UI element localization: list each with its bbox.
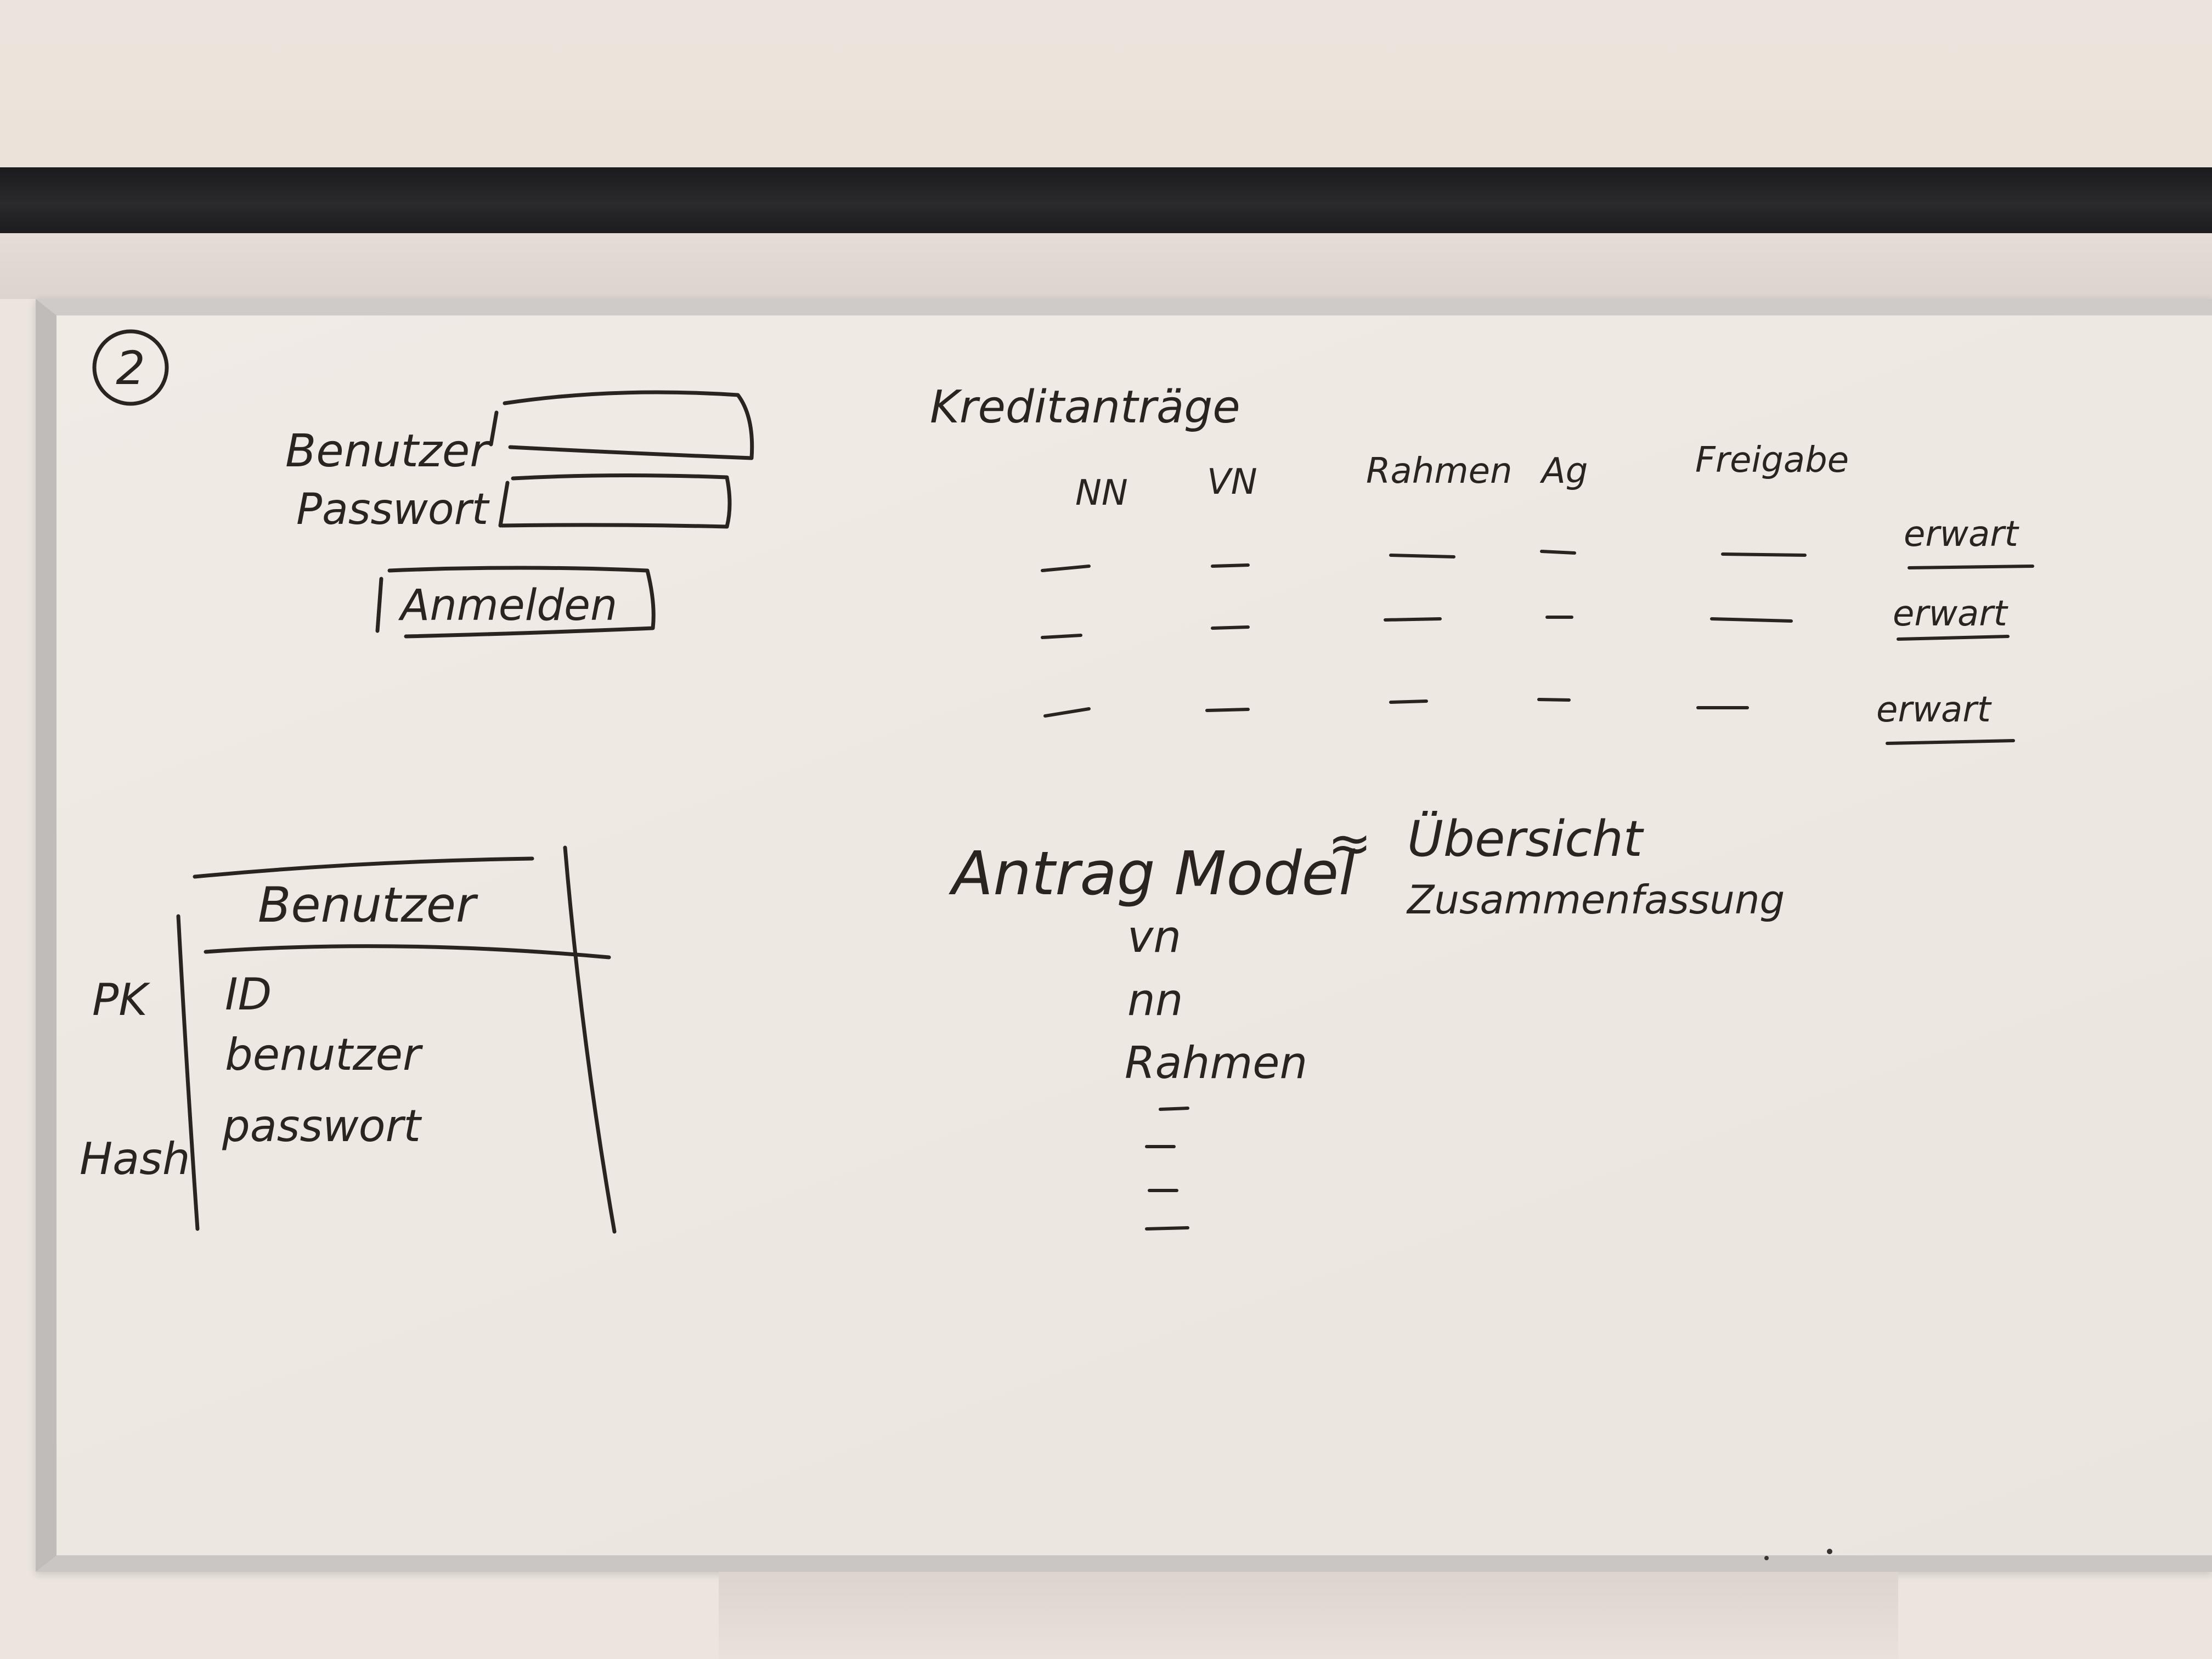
- login-user-input-sketch: [489, 390, 754, 460]
- row-2-action-underline: [1897, 635, 2010, 641]
- row-3-action: erwart: [1876, 690, 1993, 730]
- model-field-placeholders: [1145, 1107, 1189, 1231]
- model-field-nn: nn: [1127, 974, 1183, 1025]
- row-1-action-underline: [1908, 565, 2034, 569]
- credit-row-placeholders: [1041, 550, 1807, 718]
- login-user-label: Benutzer: [285, 425, 490, 477]
- entity-header-line: [204, 944, 611, 960]
- model-title: Antrag Model: [949, 838, 1356, 909]
- wall: [0, 0, 2212, 176]
- model-related-summary: Zusammenfassung: [1406, 877, 1785, 923]
- row-3-action-underline: [1886, 739, 2015, 745]
- wall-strip: [0, 233, 2212, 299]
- entity-field-benutzer: benutzer: [225, 1029, 424, 1080]
- login-password-input-sketch: [498, 473, 732, 529]
- marker-dot: [1827, 1549, 1832, 1554]
- entity-left-line: [176, 914, 200, 1231]
- row-2-action: erwart: [1893, 594, 2009, 634]
- entity-right-line: [563, 845, 617, 1234]
- model-approx: ≈: [1328, 812, 1372, 874]
- whiteboard: [36, 299, 2212, 1572]
- projector-rail: [0, 167, 2212, 233]
- entity-field-passwort: passwort: [222, 1101, 422, 1152]
- login-button-label: Anmelden: [398, 581, 617, 630]
- number-circle: [92, 329, 169, 406]
- entity-name: Benutzer: [258, 877, 478, 933]
- credit-col-vn: VN: [1207, 462, 1257, 503]
- model-field-vn: vn: [1127, 911, 1181, 962]
- credit-col-ag: Ag: [1539, 451, 1588, 492]
- credit-col-rahmen: Rahmen: [1366, 451, 1513, 492]
- marker-tray: [719, 1572, 1898, 1659]
- credit-col-freigabe: Freigabe: [1695, 440, 1849, 481]
- model-field-rahmen: Rahmen: [1125, 1037, 1307, 1088]
- login-button-sketch: [375, 566, 656, 639]
- model-related-overview: Übersicht: [1407, 810, 1645, 868]
- row-1-action: erwart: [1904, 514, 2020, 555]
- login-password-label: Passwort: [296, 485, 490, 534]
- credit-list-title: Kreditanträge: [930, 381, 1240, 433]
- entity-top-line: [193, 856, 534, 879]
- entity-field-id: ID: [225, 969, 272, 1020]
- board-number: 2: [116, 341, 145, 395]
- credit-col-nn: NN: [1075, 473, 1128, 514]
- entity-key-pk: PK: [92, 974, 150, 1025]
- marker-dot: [1764, 1556, 1769, 1560]
- entity-key-hash: Hash: [80, 1133, 190, 1184]
